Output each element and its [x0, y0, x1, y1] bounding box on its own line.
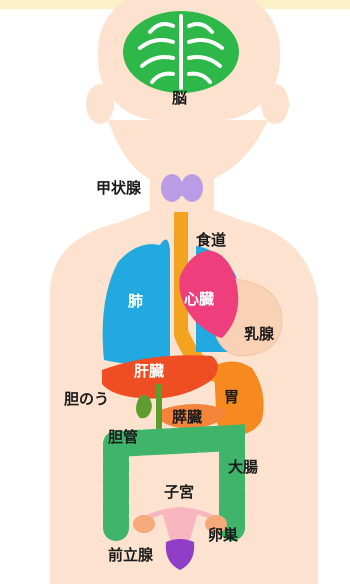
label-ovary: 卵巣 [208, 528, 238, 543]
label-stomach: 胃 [224, 390, 239, 405]
label-prostate: 前立腺 [108, 548, 153, 563]
label-thyroid: 甲状腺 [96, 181, 141, 196]
ovary-left[interactable] [133, 515, 155, 533]
label-pancreas: 膵臓 [172, 410, 202, 425]
label-uterus: 子宮 [164, 485, 194, 500]
label-liver: 肝臓 [134, 364, 164, 379]
label-bile-duct: 胆管 [108, 430, 138, 445]
label-brain: 脳 [172, 91, 187, 106]
label-breast: 乳腺 [244, 327, 274, 342]
brain[interactable] [123, 11, 239, 93]
label-heart: 心臓 [184, 292, 214, 307]
label-gallbladder: 胆のう [64, 392, 109, 407]
label-lung: 肺 [128, 294, 143, 309]
label-large-intestine: 大腸 [228, 460, 258, 475]
label-esophagus: 食道 [196, 233, 226, 248]
